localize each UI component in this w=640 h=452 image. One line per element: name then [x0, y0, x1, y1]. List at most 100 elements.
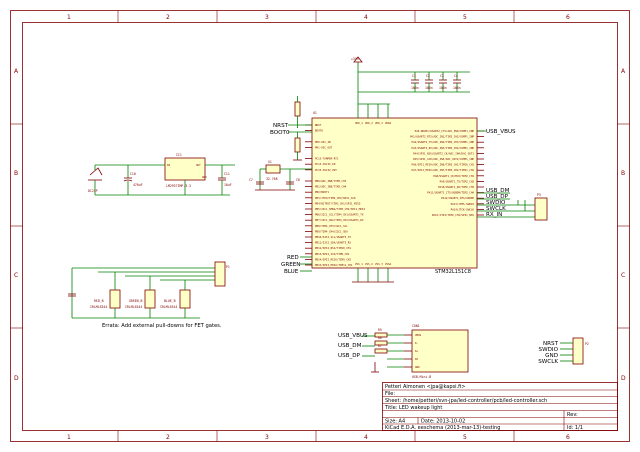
- mcu-left-pin-label: PB13/SPI2_SCK/TIM9_CH1: [315, 252, 350, 256]
- fet-part: IRLML6344: [160, 305, 177, 309]
- tb-rev: Rev:: [567, 412, 578, 418]
- tb-id: Id: 1/1: [567, 425, 583, 431]
- mcu-bottom-pin-label: VSSA: [385, 262, 392, 266]
- mcu-left-pin-label: PB2/BOOT1: [315, 190, 329, 194]
- net-red: RED: [287, 255, 299, 261]
- reg-gnd: GND: [202, 175, 207, 179]
- column-label-bottom: 3: [265, 434, 269, 441]
- tb-date: Date: 2013-10-02: [421, 419, 465, 425]
- net-usb-dp-right: USB_DP: [486, 194, 509, 200]
- swd-ref: P2: [585, 342, 589, 346]
- mcu-right-pin-label: PA4/SPI1_NSS/USART2_CK/ADC_IN4/DAC_OUT1: [413, 151, 474, 155]
- row-label-left: C: [14, 272, 18, 279]
- fet-errata-note: Errata: Add external pull-downs for FET …: [102, 323, 222, 329]
- decoupling-ref: C3: [440, 74, 444, 78]
- reg-out: OUT: [196, 163, 201, 167]
- row-label-right: D: [621, 375, 626, 382]
- crystal-ref: X1: [268, 160, 272, 164]
- swd-pin-label: SWCLK: [538, 359, 558, 365]
- crystal-cap-b: C8: [296, 178, 300, 182]
- mcu-right-pin-label: PA8/USART1_CK/MCO/TIM2_CH1: [433, 174, 474, 178]
- net-swdio-right: SWDIO: [486, 200, 506, 206]
- usb-pin-label: D-: [415, 341, 419, 345]
- fet-part: IRLML6344: [125, 305, 142, 309]
- net-green: GREEN: [281, 262, 300, 268]
- column-ruler: [10, 10, 630, 442]
- title-block: Petteri Aimonen <jpa@kapsi.fi> File: She…: [382, 382, 618, 431]
- swd-pin-label: SWDIO: [539, 347, 559, 353]
- fet-part: IRLML6344: [90, 305, 107, 309]
- mcu-left-pin-label: PB1/ADC_IN9/TIM3_CH4: [315, 185, 347, 189]
- mcu-left-pin-label: PH1-OSC_OUT: [315, 145, 333, 149]
- mcu-left-pin-label: PB9/TIM4_CH4/I2C1_SDA: [315, 229, 348, 233]
- decoupling-value: 100n: [439, 86, 447, 90]
- mcu-left-pin-label: PB7/I2C1_SDA/TIM4_CH2/USART1_RX: [315, 218, 364, 222]
- decoupling-ref: C4: [454, 74, 458, 78]
- decoupling-value: 100n: [453, 86, 461, 90]
- mcu-left-pin-label: PB11/I2C2_SDA/USART3_RX: [315, 241, 351, 245]
- mcu-right-pin-label: PA5/SPI1_SCK/ADC_IN5/DAC_OUT2/COMP1_INP: [413, 157, 474, 161]
- mcu-bottom-pin-label: VSS_2: [365, 262, 373, 266]
- fet-body: [144, 289, 156, 309]
- tb-title: Title: LED wakeup light: [384, 405, 442, 411]
- mcu-right-pin-label: PA14/JTCK-SWCLK: [451, 207, 475, 211]
- column-label-bottom: 5: [463, 434, 467, 441]
- usb-part: USB-Mini-B: [412, 375, 431, 379]
- mcu-right-pin-label: PA6/SPI1_MISO/ADC_IN6/TIM3_CH1/TIM10_CH1: [412, 163, 475, 167]
- nrst-boot0-circuit: NRST BOOT0: [270, 96, 312, 161]
- column-label-bottom: 4: [364, 434, 368, 441]
- column-label-top: 5: [463, 14, 467, 21]
- usb-pin-label: GND: [415, 365, 420, 369]
- cin-val: 470uF: [133, 183, 143, 187]
- mcu-right-pin-label: PA9/USART1_TX/TIM2_CH2: [440, 179, 475, 183]
- column-label-top: 6: [566, 14, 570, 21]
- jack-ref: DC21P: [88, 189, 98, 193]
- usb-r1: R5: [378, 328, 382, 332]
- net-swclk-right: SWCLK: [486, 206, 506, 212]
- debug-conn-ref: P3: [537, 193, 541, 197]
- cout-val: 10uF: [224, 183, 232, 187]
- decoupling-ref: C1: [412, 74, 416, 78]
- mcu-right-pin-label: PA13/JTMS-SWDIO: [451, 202, 475, 206]
- column-label-bottom: 2: [166, 434, 170, 441]
- column-label-top: 2: [166, 14, 170, 21]
- mcu-top-pin-label: VDD_2: [365, 121, 373, 125]
- mcu-right-pin-label: PA0-WKUP1/USART2_CTS/ADC_IN0/COMP1_INP: [415, 129, 475, 133]
- mcu-right-pin-label: PA2/USART2_TX/ADC_IN2/TIM2_CH3/COMP1_INP: [412, 140, 475, 144]
- usb-pin-label: D+: [415, 349, 419, 353]
- mcu-left-pin-label: PB14/SPI2_MISO/TIM9_CH2: [315, 257, 351, 261]
- decoupling-value: 100n: [411, 86, 419, 90]
- row-label-right: C: [621, 272, 625, 279]
- vcc-label: +3V3: [351, 57, 359, 61]
- regulator-circuit: IC1 LM2937IMP-3.3 IN OUT GND DC21P C10 4…: [88, 153, 235, 196]
- crystal-value: 32.768: [266, 177, 278, 181]
- tb-size: Size: A4: [385, 419, 405, 425]
- tb-sheet: Sheet: /home/petteri/svn-jpa/led-control…: [385, 398, 547, 404]
- row-label-right: B: [621, 170, 625, 177]
- mcu-right-pin-label: PA1/USART2_RTS/ADC_IN1/TIM2_CH2/COMP1_IN…: [410, 135, 474, 139]
- decoupling-value: 100n: [425, 86, 433, 90]
- rgb-nets: RED GREEN BLUE: [281, 255, 312, 275]
- crystal-cap-a: C7: [249, 178, 253, 182]
- mcu-top-pin-label: VDDA: [385, 121, 392, 125]
- usb-ref: CON1: [412, 324, 420, 328]
- mcu-bottom-pin-label: VSS_1: [355, 262, 363, 266]
- mcu-left-pin-label: PB10/I2C2_SCL/USART3_TX: [315, 235, 351, 239]
- usb-pin-label: VBUS: [415, 333, 422, 337]
- mcu-right-pin-label: PA12/USART1_RTS/USBDP: [441, 196, 474, 200]
- tb-kicad: KiCad E.D.A. eeschema (2013-mar-13)-test…: [385, 425, 500, 431]
- mcu-right-pin-label: PA11/USART1_CTS/USBDM/TIM2_CH4: [427, 191, 474, 195]
- column-label-top: 4: [364, 14, 368, 21]
- row-label-left: A: [14, 68, 19, 75]
- mcu-right-pin-label: PA15/JTDI/TIM2_CH1/SPI1_NSS: [432, 213, 475, 217]
- usb-r3: R7: [378, 344, 382, 348]
- mcu-left-pin-label: PB3/JTDO/TIM2_CH2/SPI1_SCK: [315, 196, 356, 200]
- mcu-left-pin-label: PB6/I2C1_SCL/TIM4_CH1/USART1_TX: [315, 213, 364, 217]
- mcu-left-pin-label: PB0/ADC_IN8/TIM3_CH3: [315, 179, 347, 183]
- sheet-inner-border: [22, 22, 618, 431]
- column-label-top: 3: [265, 14, 269, 21]
- row-label-left: B: [14, 170, 18, 177]
- mcu-bottom-pin-label: VSS_3: [375, 262, 383, 266]
- mcu-left-pin-label: PB5/I2C1_SMBA/TIM3_CH2/SPI1_MOSI: [315, 207, 365, 211]
